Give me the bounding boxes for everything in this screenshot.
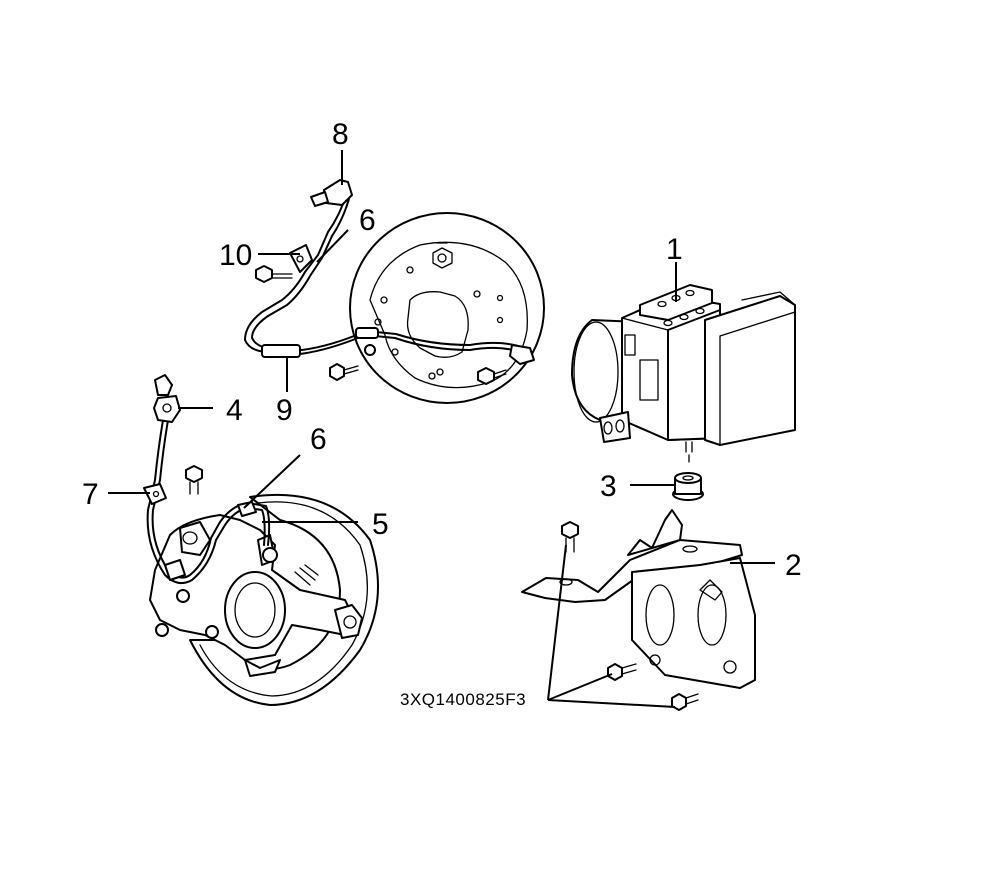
bracket-bolts bbox=[561, 521, 699, 711]
callout-6-upper: 6 bbox=[359, 204, 376, 237]
callout-7: 7 bbox=[82, 478, 99, 511]
mounting-grommet bbox=[672, 472, 704, 501]
front-sensor-harness bbox=[143, 374, 278, 585]
callout-1: 1 bbox=[666, 233, 683, 266]
callout-10: 10 bbox=[219, 239, 252, 272]
callout-labels: 1 2 3 4 5 6 6 7 8 9 10 3XQ1400825F3 bbox=[82, 118, 802, 709]
rear-backing-plate bbox=[349, 212, 545, 404]
rear-sensor-harness bbox=[244, 179, 535, 385]
callout-3: 3 bbox=[600, 470, 617, 503]
callout-8: 8 bbox=[332, 118, 349, 151]
callout-4: 4 bbox=[226, 394, 243, 427]
modulator-bracket bbox=[521, 509, 756, 689]
callout-2: 2 bbox=[785, 549, 802, 582]
callout-6-lower: 6 bbox=[310, 423, 327, 456]
abs-modulator bbox=[571, 284, 796, 463]
part-code-label: 3XQ1400825F3 bbox=[400, 690, 526, 709]
callout-9: 9 bbox=[276, 394, 293, 427]
callout-5: 5 bbox=[372, 508, 389, 541]
leader-lines bbox=[108, 150, 775, 708]
